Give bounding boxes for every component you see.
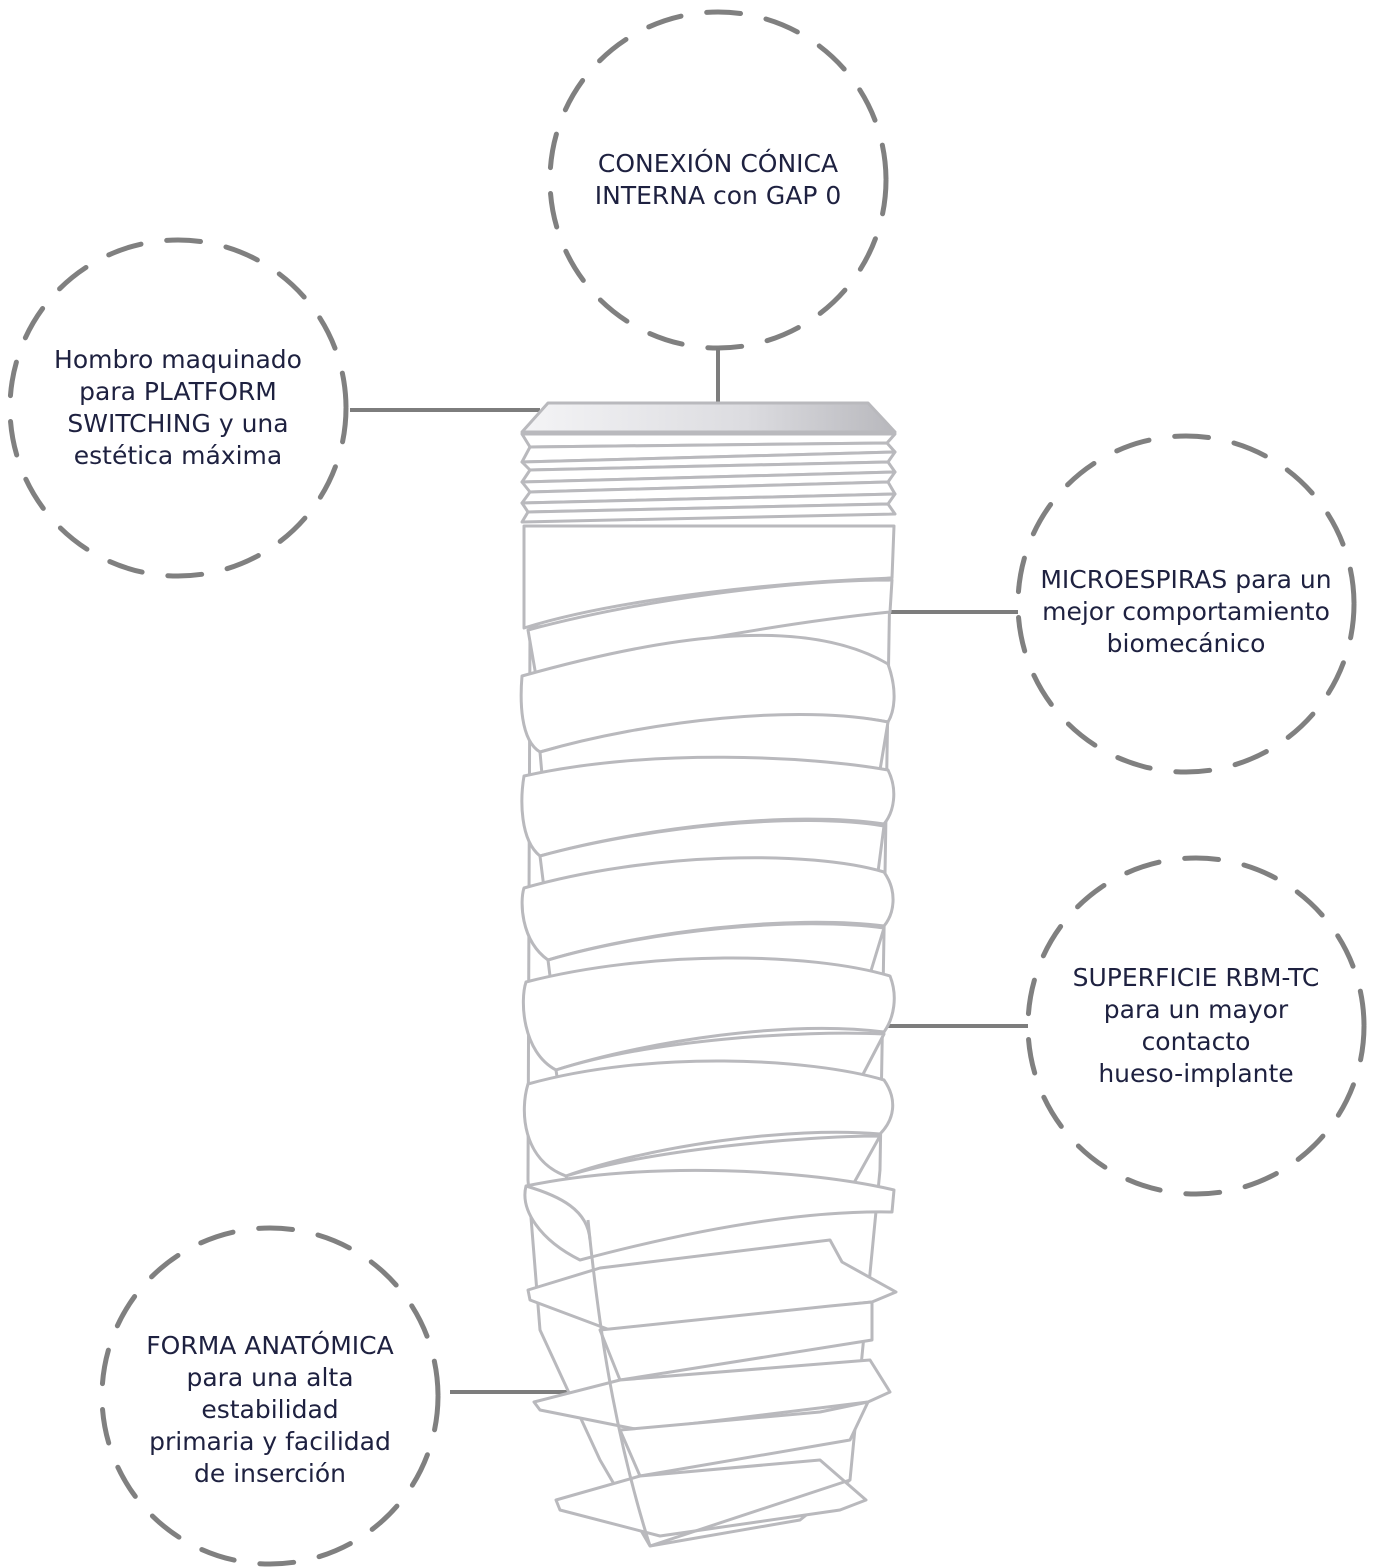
label-microespiras-line-3: biomecánico — [1106, 629, 1266, 658]
circle-microespiras — [1015, 433, 1357, 775]
thread-bands — [519, 578, 896, 1262]
implant-flute — [586, 1219, 652, 1547]
label-conexion-line-1: CONEXIÓN CÓNICA — [597, 149, 839, 178]
label-superficie-line-2: para un mayor — [1103, 995, 1289, 1024]
label-microespiras: MICROESPIRAS para un mejor comportamient… — [1018, 564, 1354, 660]
implant-illustration — [519, 401, 898, 1548]
microthreads — [520, 432, 897, 524]
circle-hombro — [7, 237, 349, 579]
label-forma-line-5: de inserción — [194, 1459, 346, 1488]
circle-forma — [99, 1225, 441, 1567]
label-hombro-line-3: SWITCHING y una — [67, 409, 289, 438]
label-conexion-line-2: INTERNA con GAP 0 — [594, 181, 842, 210]
label-hombro-line-4: estética máxima — [73, 441, 283, 470]
apex-threads — [526, 1238, 898, 1538]
label-forma-line-3: estabilidad — [201, 1395, 339, 1424]
label-superficie-line-4: hueso-implante — [1098, 1059, 1294, 1088]
label-hombro-line-1: Hombro maquinado — [54, 345, 302, 374]
label-hombro: Hombro maquinado para PLATFORM SWITCHING… — [28, 344, 328, 472]
label-forma-line-1: FORMA ANATÓMICA — [146, 1331, 394, 1360]
label-forma-line-4: primaria y facilidad — [149, 1427, 391, 1456]
label-hombro-line-2: para PLATFORM — [79, 377, 277, 406]
label-microespiras-line-2: mejor comportamiento — [1042, 597, 1330, 626]
label-forma-line-2: para una alta — [186, 1363, 354, 1392]
circle-superficie — [1025, 855, 1367, 1197]
label-superficie-line-1: SUPERFICIE RBM-TC — [1072, 963, 1320, 992]
label-microespiras-line-1: MICROESPIRAS para un — [1040, 565, 1332, 594]
label-forma: FORMA ANATÓMICA para una alta estabilida… — [110, 1330, 430, 1490]
implant-shoulder — [520, 401, 897, 434]
label-conexion: CONEXIÓN CÓNICA INTERNA con GAP 0 — [568, 148, 868, 212]
label-superficie: SUPERFICIE RBM-TC para un mayor contacto… — [1046, 962, 1346, 1090]
label-superficie-line-3: contacto — [1141, 1027, 1251, 1056]
